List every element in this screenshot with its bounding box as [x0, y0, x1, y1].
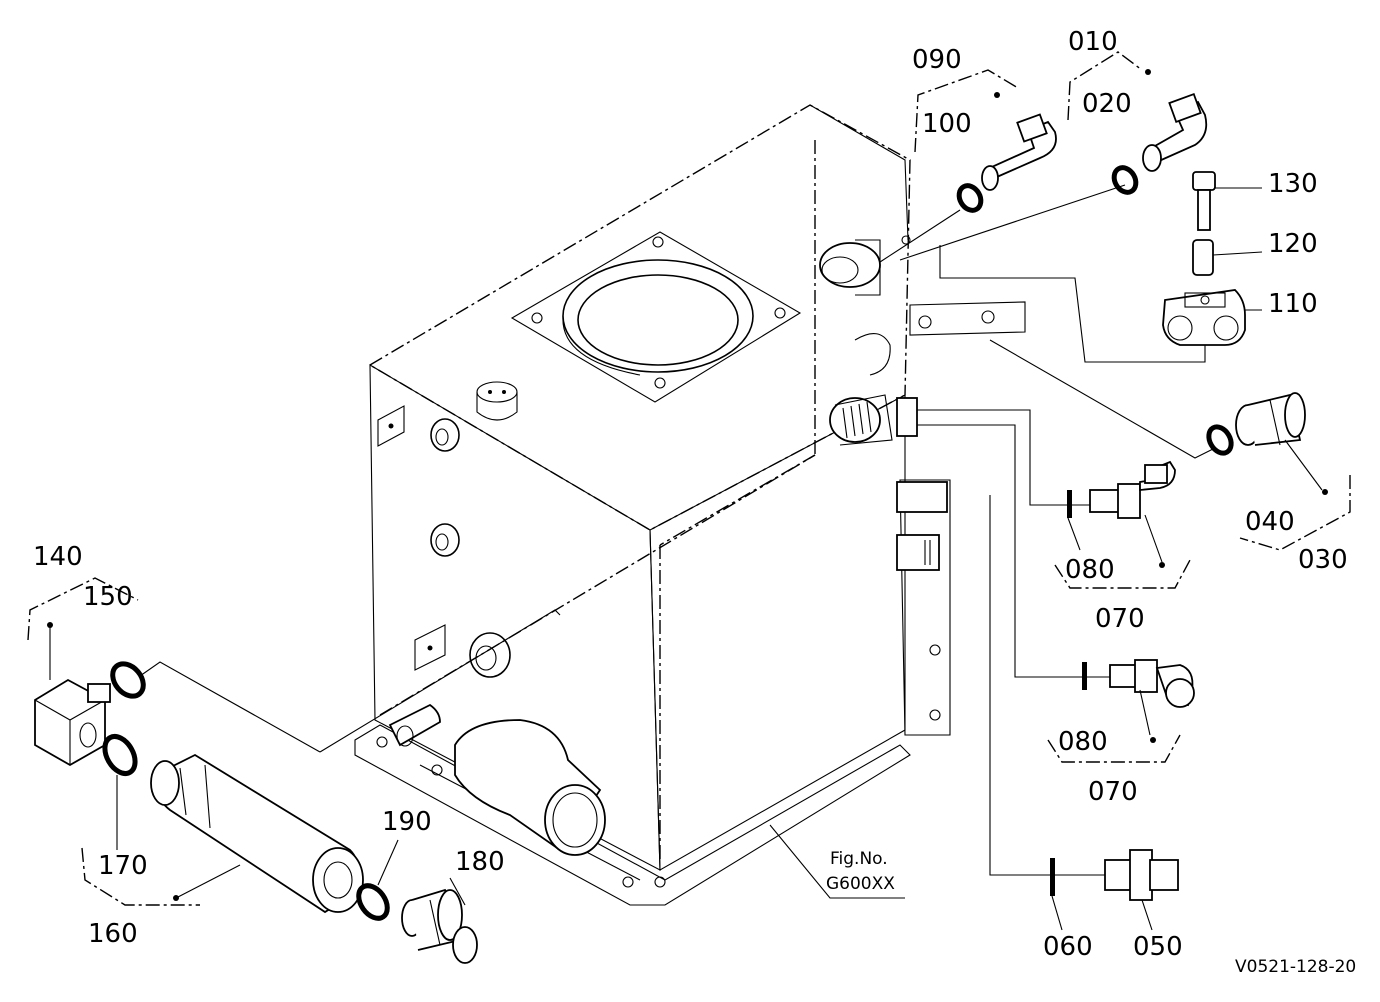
drawing-code: V0521-128-20: [1235, 957, 1356, 977]
o-ring-190: [356, 839, 399, 921]
label-120: 120: [1268, 229, 1318, 259]
label-010: 010: [1068, 27, 1118, 57]
label-080-lower: 080: [1058, 727, 1108, 757]
nipple-050: [1104, 849, 1179, 931]
label-070-lower: 070: [1088, 777, 1138, 807]
bolt-130: [1192, 171, 1262, 231]
elbow-fitting-010: [1067, 51, 1208, 172]
o-ring-170: [102, 734, 138, 850]
label-060: 060: [1043, 932, 1093, 962]
label-150: 150: [83, 582, 133, 612]
fig-caption-line2: G600XX: [826, 874, 895, 894]
block-140: [27, 577, 139, 767]
label-180: 180: [455, 847, 505, 877]
leader-lines: [139, 184, 1216, 899]
label-100: 100: [922, 109, 972, 139]
label-190: 190: [382, 807, 432, 837]
spacer-120: [1192, 239, 1263, 276]
filter-160: [81, 753, 364, 914]
o-ring-080-upper: [1067, 490, 1090, 551]
figure-caption: Fig.No. G600XX: [826, 849, 895, 894]
label-080-upper: 080: [1065, 555, 1115, 585]
label-020: 020: [1082, 89, 1132, 119]
label-170: 170: [98, 851, 148, 881]
label-070-upper: 070: [1095, 604, 1145, 634]
adapter-030: [1235, 392, 1351, 551]
label-110: 110: [1268, 289, 1318, 319]
elbow-fitting-090: [914, 69, 1057, 191]
adapter-180: [401, 877, 478, 964]
label-040: 040: [1245, 507, 1295, 537]
o-ring-150: [110, 661, 146, 699]
o-ring-040: [1206, 424, 1234, 456]
hydraulic-tank: [354, 104, 1026, 906]
label-160: 160: [88, 919, 138, 949]
label-140: 140: [33, 542, 83, 572]
clamp-110: [1162, 289, 1262, 346]
o-ring-060: [1050, 858, 1105, 931]
elbow-fitting-070-lower: [1047, 659, 1195, 763]
label-130: 130: [1268, 169, 1318, 199]
elbow-fitting-070-upper: [1054, 460, 1191, 589]
o-ring-020: [1111, 165, 1139, 195]
fig-caption-line1: Fig.No.: [830, 849, 888, 869]
o-ring-100: [956, 183, 984, 213]
label-050: 050: [1133, 932, 1183, 962]
label-090: 090: [912, 45, 962, 75]
o-ring-080-lower: [1082, 662, 1110, 690]
part-labels: 010 020 030 040 050 060 070 070 080 080 …: [33, 27, 1348, 962]
label-030: 030: [1298, 545, 1348, 575]
